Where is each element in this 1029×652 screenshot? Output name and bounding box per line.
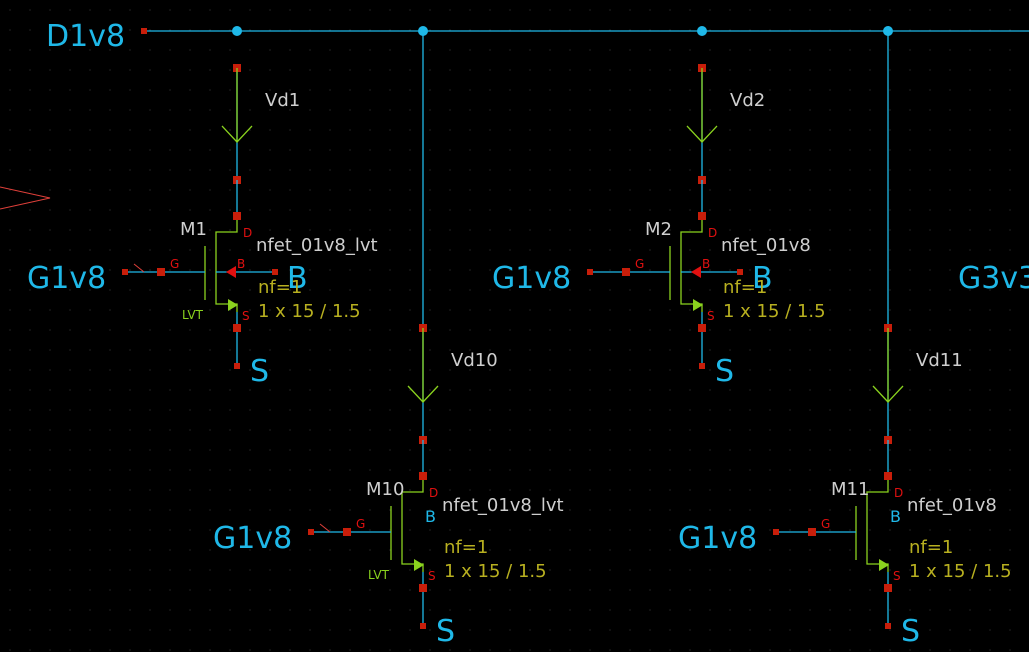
m1-source-net-label: S [250,354,269,389]
m11-probe-arrow [872,328,904,403]
m11-instance-name: M11 [831,479,869,500]
m10-pin-d: D [429,486,438,500]
m11-source-net-label: S [901,614,920,649]
m11-gate-net-label: G1v8 [678,521,757,556]
m10-model-name: nfet_01v8_lvt [442,495,564,516]
m1-probe-arrow [221,68,253,143]
m10-param-size: 1 x 15 / 1.5 [444,561,547,582]
m1-gate-pin-end [122,269,128,275]
m2-bulk-arrow [691,266,701,278]
m1-gate-tick [133,263,145,273]
m10-gate-net-label: G1v8 [213,521,292,556]
m2-gate-term [622,268,630,276]
m11-param-nf: nf=1 [909,537,953,558]
m1-vt-tag: LVT [182,308,204,322]
m1-bulk-pin-end [272,269,278,275]
supply-rail[interactable] [141,26,1029,328]
m10-probe-arrow [407,328,439,403]
m10-source-term [419,584,427,592]
m2-source-arrow [693,299,703,311]
m2-gate-net-label: G1v8 [492,261,571,296]
m1-pin-g: G [170,257,179,271]
supply-net-label: D1v8 [46,19,125,54]
m2-source-net-label: S [715,354,734,389]
m10-source-pin-end [420,623,426,629]
m1-model-name: nfet_01v8_lvt [256,235,378,256]
m11-source-arrow [879,559,889,571]
m1-param-size: 1 x 15 / 1.5 [258,301,361,322]
m2-bulk-pin-end [737,269,743,275]
m11-pin-g: G [821,517,830,531]
m2-source-pin-end [699,363,705,369]
m2-bulk-net-label: B [752,261,773,296]
m11-pin-b: B [890,507,901,526]
m11-pin-d: D [894,486,903,500]
m10-instance-name: M10 [366,479,404,500]
m2-param-size: 1 x 15 / 1.5 [723,301,826,322]
m10-source-arrow [414,559,424,571]
m1-bulk-net-label: B [287,261,308,296]
m2-pin-b: B [702,257,710,271]
m11-gate-term [808,528,816,536]
m1-gate-net-label: G1v8 [27,261,106,296]
m1-param-nf: nf=1 [258,277,302,298]
m10-drain-term [419,472,427,480]
m2-probe-arrow [686,68,718,143]
m10-gate-pin-end [308,529,314,535]
m1-probe-label: Vd1 [265,90,300,111]
m10-vt-tag: LVT [368,568,390,582]
m11-drain-term [884,472,892,480]
m10-gate-term [343,528,351,536]
m1-instance-name: M1 [180,219,207,240]
m10-gate-tick [319,523,331,533]
m1-source-arrow [228,299,238,311]
m10-pin-s: S [428,569,436,583]
m10-probe-label: Vd10 [451,350,498,371]
m2-instance-name: M2 [645,219,672,240]
offscreen-pin-marker [0,186,51,210]
m1-pin-s: S [242,309,250,323]
m1-source-term [233,324,241,332]
gate-net-label-g3v3: G3v3 [958,261,1029,296]
m2-model-name: nfet_01v8 [721,235,811,256]
m2-drain-term [698,212,706,220]
m10-param-nf: nf=1 [444,537,488,558]
m1-drain-term [233,212,241,220]
m10-pin-b: B [425,507,436,526]
m2-source-term [698,324,706,332]
m11-pin-s: S [893,569,901,583]
m11-source-pin-end [885,623,891,629]
m2-pin-g: G [635,257,644,271]
m1-pin-d: D [243,226,252,240]
m10-source-net-label: S [436,614,455,649]
m2-probe-label: Vd2 [730,90,765,111]
m10-pin-g: G [356,517,365,531]
m2-pin-s: S [707,309,715,323]
m11-gate-pin-end [773,529,779,535]
m11-source-term [884,584,892,592]
m1-source-pin-end [234,363,240,369]
m11-model-name: nfet_01v8 [907,495,997,516]
m1-pin-b: B [237,257,245,271]
m11-param-size: 1 x 15 / 1.5 [909,561,1012,582]
m1-bulk-arrow [226,266,236,278]
m2-param-nf: nf=1 [723,277,767,298]
m2-gate-pin-end [587,269,593,275]
m11-probe-label: Vd11 [916,350,963,371]
m2-pin-d: D [708,226,717,240]
m1-gate-term [157,268,165,276]
